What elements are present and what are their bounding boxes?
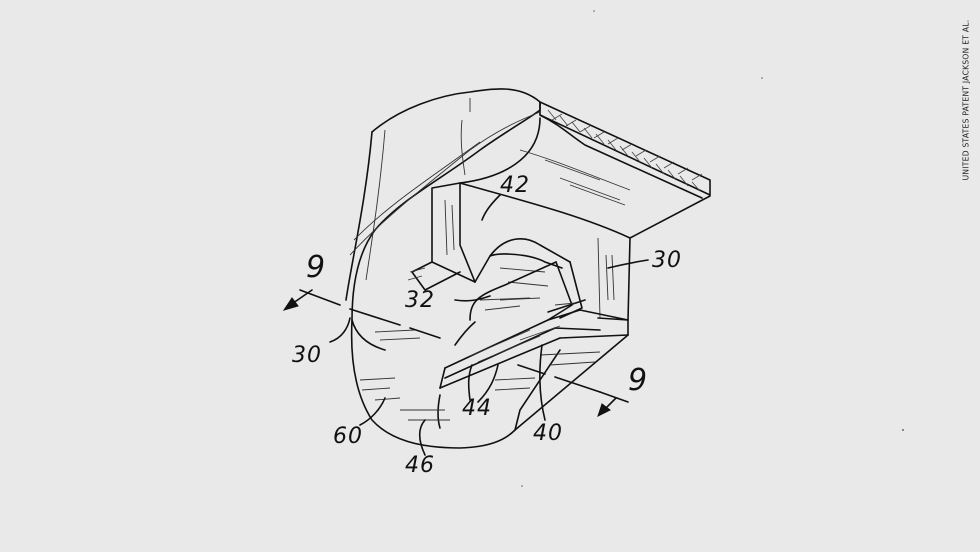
label-9-right: 9 [628,363,648,398]
label-46: 46 [405,453,435,478]
label-44: 44 [462,396,492,421]
top-slab [460,102,710,238]
label-32: 32 [405,288,435,313]
label-30-left: 30 [292,343,322,368]
label-42: 42 [500,173,530,198]
patent-credit: UNITED STATES PATENT JACKSON ET AL. [962,5,971,195]
specks [521,10,904,487]
cavity-block [412,183,630,335]
reference-labels: 42 30 32 30 60 46 44 40 9 9 [292,173,682,478]
outer-shell [346,89,628,448]
label-30-right: 30 [652,248,682,273]
label-60: 60 [333,424,363,449]
label-9-left: 9 [306,250,326,285]
label-40: 40 [533,421,563,446]
